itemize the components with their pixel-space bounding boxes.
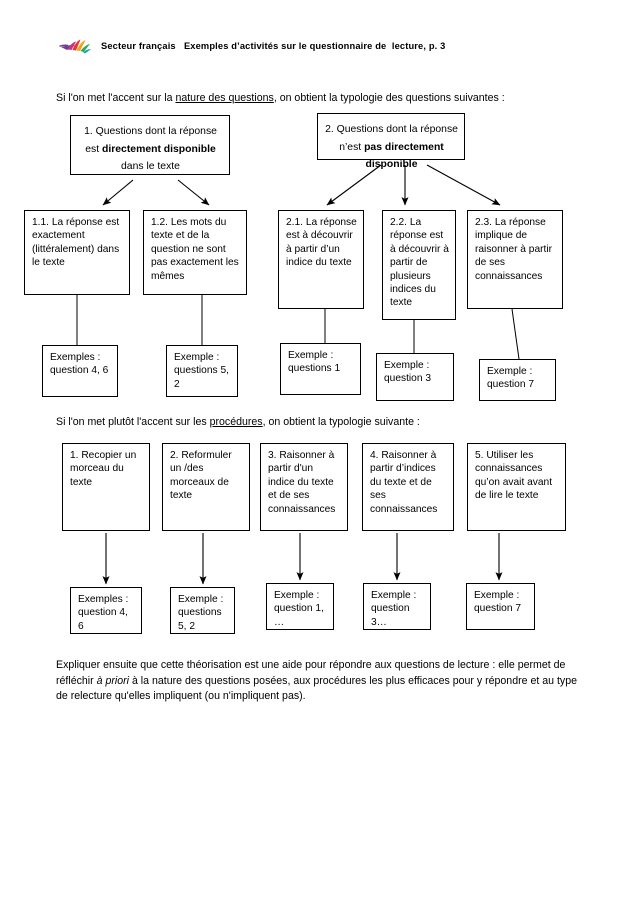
procedure-example-box-5: Exemple : question 7: [466, 583, 535, 630]
intro-1-before: Si l'on met l'accent sur la: [56, 92, 176, 104]
closing-italic: à priori: [96, 674, 130, 687]
node-2-line3-bold: disponible: [365, 159, 418, 170]
node-procedure-1: 1. Recopier un morceau du texte: [62, 443, 150, 531]
node-subtype-2-1: 2.1. La réponse est à découvrir à partir…: [278, 210, 364, 309]
node-subtype-1-2: 1.2. Les mots du texte et de la question…: [143, 210, 247, 295]
arrow-box1-to-1-1: [102, 179, 134, 206]
closing-part1: Expliquer ensuite que cette théorisation…: [56, 659, 566, 687]
fan-logo-icon: [59, 39, 91, 54]
procedure-example-box-3: Exemple : question 1, …: [266, 583, 334, 630]
node-2-line1: 2. Questions dont la réponse: [325, 124, 458, 135]
node-procedure-4: 4. Raisonner à partir d’indices du texte…: [362, 443, 454, 531]
intro-1-after: , on obtient la typologie des questions …: [273, 92, 505, 104]
procedure-example-box-2: Exemple : questions 5, 2: [170, 587, 235, 634]
example-box-1-2: Exemple : questions 5, 2: [166, 345, 238, 397]
node-1-line2-bold: directement disponible: [102, 143, 216, 155]
intro-2-after: , on obtient la typologie suivante :: [262, 416, 420, 428]
example-box-1-1: Exemples : question 4, 6: [42, 345, 118, 397]
example-box-2-2: Exemple : question 3: [376, 353, 454, 401]
node-question-type-1: 1. Questions dont la réponse est directe…: [70, 115, 230, 175]
node-subtype-2-2: 2.2. La réponse est à découvrir à partir…: [382, 210, 456, 320]
intro-2-underlined: procédures: [209, 416, 263, 428]
line-2-3-to-example: [511, 308, 520, 360]
arrow-box1-to-1-2: [177, 179, 210, 206]
arrow-box2-to-2-3: [426, 164, 501, 206]
node-question-type-2: 2. Questions dont la réponse n’est pas d…: [317, 113, 465, 170]
node-1-line1: 1. Questions dont la réponse: [84, 126, 217, 137]
intro-paragraph-1: Si l'on met l'accent sur la nature des q…: [56, 91, 596, 106]
example-box-2-3: Exemple : question 7: [479, 359, 556, 401]
intro-1-underlined: nature des questions: [175, 92, 274, 104]
closing-paragraph: Expliquer ensuite que cette théorisation…: [56, 658, 586, 705]
closing-part2: à la nature des questions posées, aux pr…: [56, 674, 577, 703]
intro-2-before: Si l'on met plutôt l'accent sur les: [56, 416, 210, 428]
header-title: Secteur français Exemples d’activités su…: [101, 41, 446, 51]
node-1-line3: dans le texte: [121, 161, 180, 172]
node-2-line2-plain: n’est: [339, 141, 365, 153]
procedure-example-box-1: Exemples : question 4, 6: [70, 587, 142, 634]
document-header: Secteur français Exemples d’activités su…: [58, 34, 445, 58]
node-2-line2-bold: pas directement: [364, 141, 444, 153]
node-1-line2-plain: est: [85, 143, 102, 155]
node-subtype-2-3: 2.3. La réponse implique de raisonner à …: [467, 210, 563, 309]
node-procedure-3: 3. Raisonner à partir d'un indice du tex…: [260, 443, 348, 531]
intro-paragraph-2: Si l'on met plutôt l'accent sur les proc…: [56, 415, 576, 430]
example-box-2-1: Exemple : questions 1: [280, 343, 361, 395]
node-procedure-2: 2. Reformuler un /des morceaux de texte: [162, 443, 250, 531]
procedure-example-box-4: Exemple : question 3…: [363, 583, 431, 630]
node-procedure-5: 5. Utiliser les connaissances qu’on avai…: [467, 443, 566, 531]
node-subtype-1-1: 1.1. La réponse est exactement (littéral…: [24, 210, 130, 295]
